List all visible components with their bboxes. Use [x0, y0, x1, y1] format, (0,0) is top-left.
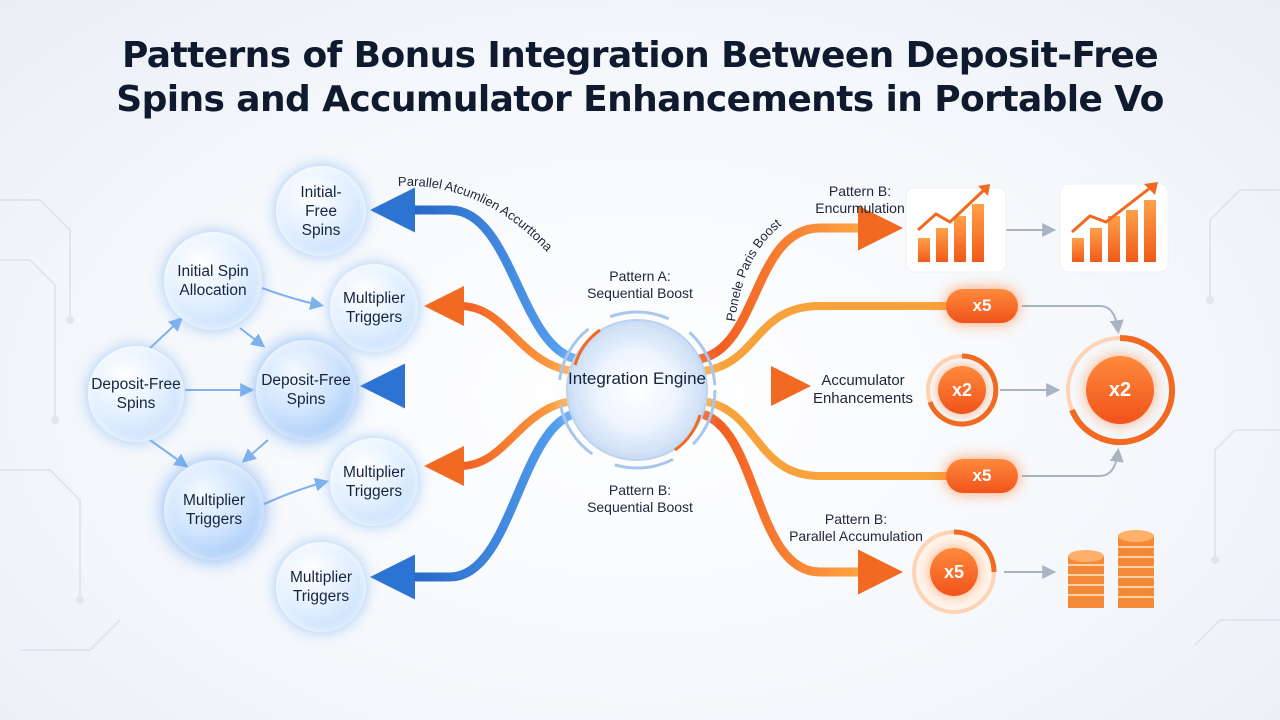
- node-deposit-free-spins-inner[interactable]: Deposit-Free Spins: [256, 340, 356, 440]
- diagram-title: Patterns of Bonus Integration Between De…: [0, 34, 1280, 122]
- accumulator-enhancements-label: Accumulator Enhancements: [812, 372, 914, 407]
- multiplier-circle-x2[interactable]: x2: [938, 366, 986, 414]
- accumulator-ring: [1066, 335, 1175, 445]
- pattern-b-title: Pattern B:: [828, 183, 892, 199]
- node-label: Multiplier Triggers: [342, 464, 405, 500]
- growth-chart-icon: [1059, 182, 1169, 273]
- pattern-b-subtitle: Sequential Boost: [587, 499, 693, 515]
- pattern-a-subtitle: Sequential Boost: [587, 285, 693, 301]
- pattern-b-subtitle: Parallel Accumulation: [789, 528, 923, 544]
- integration-engine: [547, 300, 727, 480]
- coin-stack-icon: [1068, 550, 1104, 608]
- integration-engine-label: Integration Engine: [568, 369, 706, 388]
- node-label: Multiplier Triggers: [182, 492, 245, 528]
- node-label: Initial-Free Spins: [300, 183, 342, 239]
- circuit-decoration-right: [1194, 189, 1280, 646]
- left-connectors: [147, 287, 330, 506]
- pattern-a-label: Pattern A: Sequential Boost: [570, 268, 710, 302]
- node-label: Initial Spin Allocation: [177, 263, 249, 299]
- blue-flow-to-multiplier-triggers: [370, 407, 590, 600]
- coin-stack-icon: [1118, 530, 1154, 608]
- pattern-b-label-center: Pattern B: Sequential Boost: [570, 482, 710, 516]
- node-multiplier-triggers-2[interactable]: Multiplier Triggers: [330, 438, 418, 526]
- node-multiplier-triggers-1[interactable]: Multiplier Triggers: [330, 264, 418, 352]
- blue-flow-to-initial-free-spins: [370, 187, 590, 365]
- pattern-b-title: Pattern B:: [824, 511, 888, 527]
- node-initial-spin-allocation[interactable]: Initial Spin Allocation: [164, 232, 262, 330]
- node-label: Multiplier Triggers: [342, 290, 405, 326]
- multiplier-circle-x5-low[interactable]: x5: [930, 548, 978, 596]
- multiplier-badge-x5-bottom[interactable]: x5: [946, 459, 1018, 493]
- node-label: Multiplier Triggers: [289, 569, 352, 605]
- title-line-2: Spins and Accumulator Enhancements in Po…: [116, 79, 1164, 120]
- pattern-b-encumulation-label: Pattern B: Encurmulation: [800, 183, 920, 217]
- right-connectors: [1000, 223, 1124, 579]
- node-deposit-free-spins-outer[interactable]: Deposit-Free Spins: [88, 346, 184, 442]
- orange-flow-to-chart: [685, 205, 903, 365]
- node-label: Deposit-Free Spins: [91, 376, 181, 412]
- pattern-b-parallel-label: Pattern B: Parallel Accumulation: [776, 511, 936, 545]
- orange-flow-to-coins: [685, 407, 903, 595]
- circuit-decoration-left: [0, 199, 121, 651]
- node-label: Deposit-Free Spins: [261, 372, 351, 408]
- node-multiplier-triggers-3[interactable]: Multiplier Triggers: [164, 460, 264, 560]
- growth-chart-icon: [905, 184, 1007, 273]
- title-line-1: Patterns of Bonus Integration Between De…: [121, 35, 1159, 76]
- multiplier-circle-x2-large[interactable]: x2: [1086, 356, 1154, 424]
- x2-small-ring: [926, 353, 999, 427]
- pattern-a-title: Pattern A:: [609, 268, 671, 284]
- pattern-b-subtitle: Encurmulation: [815, 200, 905, 216]
- multiplier-badge-x5-top[interactable]: x5: [946, 289, 1018, 323]
- node-initial-free-spins[interactable]: Initial-Free Spins: [276, 166, 366, 256]
- node-multiplier-triggers-4[interactable]: Multiplier Triggers: [276, 542, 366, 632]
- pattern-b-title: Pattern B:: [608, 482, 672, 498]
